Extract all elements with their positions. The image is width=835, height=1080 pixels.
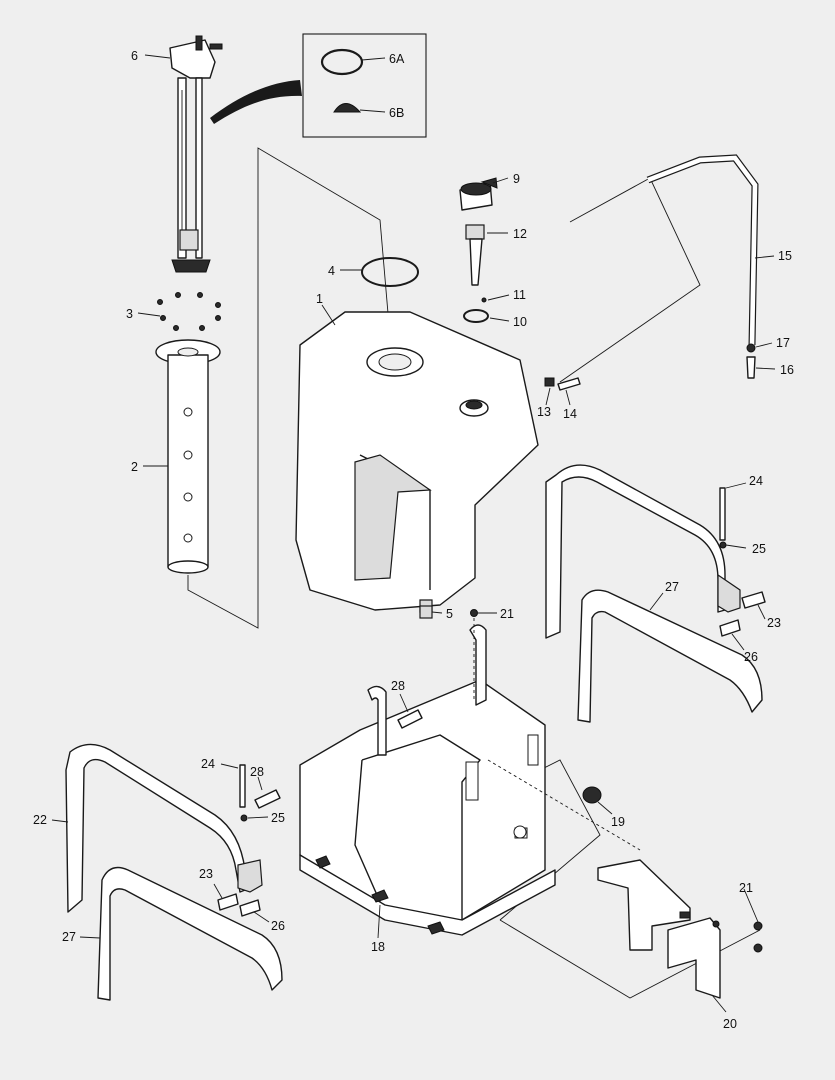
callout-22: 22 (33, 813, 47, 827)
callout-15: 15 (778, 249, 792, 263)
callout-6: 6 (131, 49, 138, 63)
o-ring-6a (320, 48, 364, 76)
fuel-sender-6 (169, 35, 223, 273)
callout-24-left: 24 (201, 757, 215, 771)
bolt-24-right (719, 487, 726, 541)
bolt-24-left (239, 764, 246, 808)
callout-1: 1 (316, 292, 323, 306)
nut-21 (712, 920, 720, 928)
filler-cap-9 (459, 177, 498, 211)
assembly-line-sender (187, 147, 393, 629)
rubber-strip-27-right (577, 589, 763, 723)
callout-28-lower: 28 (250, 765, 264, 779)
check-valve-16 (746, 356, 756, 379)
callout-25-right: 25 (752, 542, 766, 556)
screw-11 (481, 297, 487, 303)
mount-plate-20 (597, 859, 721, 999)
callout-10: 10 (513, 315, 527, 329)
callout-13: 13 (537, 405, 551, 419)
pin-23-right (741, 591, 766, 609)
tank-strap-22 (65, 743, 263, 913)
callout-labels: 6 6A 6B 3 2 4 1 9 12 11 10 13 14 15 17 1… (33, 49, 794, 1031)
callout-23-right: 23 (767, 616, 781, 630)
callout-19: 19 (611, 815, 625, 829)
callout-27-left: 27 (62, 930, 76, 944)
callout-16: 16 (780, 363, 794, 377)
callout-27-right: 27 (665, 580, 679, 594)
assembly-line-filler (559, 177, 701, 383)
pin-28-lower (254, 789, 281, 809)
vent-tube-15 (646, 154, 759, 379)
grommet-19 (582, 786, 602, 804)
tank-strap-right (545, 464, 741, 639)
grommet-13 (544, 377, 555, 387)
tank-bracket-18 (299, 624, 556, 936)
callout-25-left: 25 (271, 811, 285, 825)
bushing-26-right (719, 619, 741, 637)
screws-3 (157, 292, 221, 331)
callout-3: 3 (126, 307, 133, 321)
callout-17: 17 (776, 336, 790, 350)
callout-26-right: 26 (744, 650, 758, 664)
callout-21-top: 21 (500, 607, 514, 621)
clamp-17 (746, 343, 756, 353)
drain-plug-5 (419, 605, 433, 619)
bushing-26-left (239, 899, 261, 917)
fuel-tank-1 (295, 311, 539, 613)
seal-6b (333, 103, 362, 113)
callout-6a: 6A (389, 52, 405, 66)
callout-20: 20 (723, 1017, 737, 1031)
hose-clamp-10 (463, 309, 489, 323)
sender-tube-2 (155, 339, 221, 574)
callout-21-right: 21 (739, 881, 753, 895)
callout-4: 4 (328, 264, 335, 278)
callout-26-left: 26 (271, 919, 285, 933)
rubber-strip-27-left (97, 866, 283, 1001)
bolt-21-upper (753, 921, 763, 931)
callout-14: 14 (563, 407, 577, 421)
pin-23-left (217, 893, 239, 911)
elbow-fitting-14 (557, 377, 581, 391)
filler-strainer-12 (465, 224, 485, 286)
detail-inset-box (302, 33, 427, 138)
pin-28-upper (397, 709, 423, 729)
callout-2: 2 (131, 460, 138, 474)
callout-12: 12 (513, 227, 527, 241)
inset-pointer (210, 80, 302, 124)
callout-18: 18 (371, 940, 385, 954)
callout-6b: 6B (389, 106, 404, 120)
callout-9: 9 (513, 172, 520, 186)
leader-lines (51, 54, 776, 1013)
washer-25-right (719, 541, 727, 549)
bolt-21-top (470, 609, 478, 617)
tank-seal-ring-4 (361, 257, 419, 287)
callout-24-right: 24 (749, 474, 763, 488)
callout-5: 5 (446, 607, 453, 621)
bolt-21-lower (753, 943, 763, 953)
callout-28-upper: 28 (391, 679, 405, 693)
callout-11: 11 (513, 288, 526, 302)
washer-25-left (240, 814, 248, 822)
callout-23-left: 23 (199, 867, 213, 881)
